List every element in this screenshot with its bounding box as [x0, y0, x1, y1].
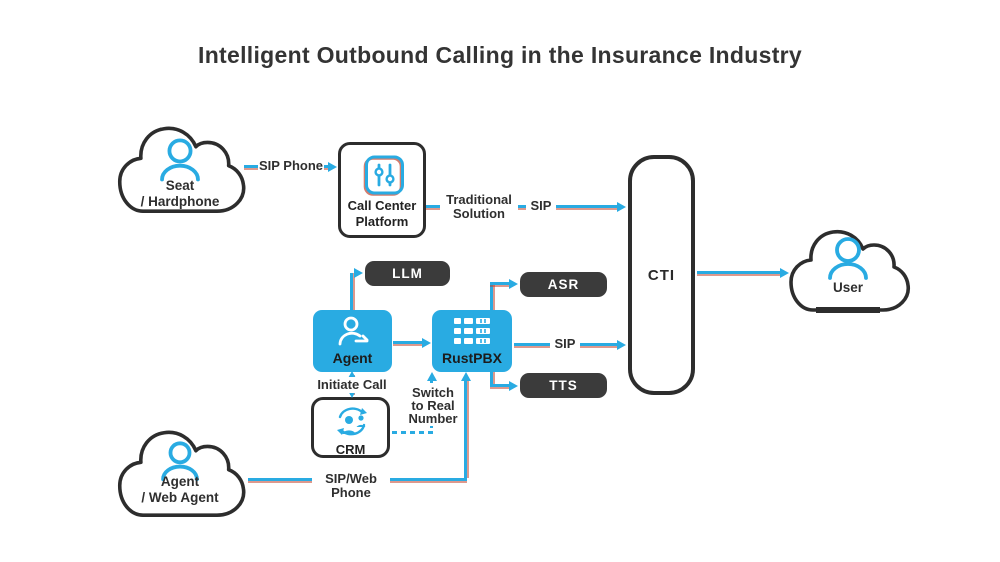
edge-cti-user-arrowhead [780, 267, 789, 278]
edge-rustpbx-asr-hline [490, 282, 511, 285]
server-stack-icon [454, 318, 490, 344]
node-label: LLM [392, 266, 423, 281]
cloud-agent-web-agent: Agent / Web Agent [106, 420, 254, 530]
cloud-label-line1: Agent [160, 474, 200, 489]
cloud-label-line2: / Web Agent [141, 490, 219, 505]
cloud-seat-hardphone: Seat / Hardphone [106, 116, 254, 226]
edge-sip-mid-arrowhead [617, 339, 626, 350]
cloud-outline [789, 229, 910, 313]
node-label-line1: Call Center [347, 198, 417, 213]
node-agent: Agent [313, 310, 392, 372]
edge-cti-user-line [697, 271, 782, 274]
node-label: TTS [549, 378, 578, 393]
node-asr: ASR [520, 272, 607, 297]
sliders-icon [363, 155, 404, 196]
edge-label-line2: Solution [453, 206, 505, 221]
edge-sip-phone-arrowhead [328, 161, 337, 172]
person-icon [828, 237, 868, 280]
edge-traditional-label: Traditional Solution [440, 192, 518, 222]
edge-label-line2: to Real [411, 398, 455, 413]
edge-agent-rustpbx-line [393, 341, 424, 344]
edge-switch-number-label: Switch to Real Number [401, 385, 465, 426]
node-label: ASR [547, 277, 580, 292]
edge-label-line1: SIP/Web [325, 471, 377, 486]
edge-traditional-line [426, 205, 618, 208]
node-label: CTI [647, 266, 676, 284]
edge-sip-phone-label: SIP Phone [258, 158, 324, 174]
node-rustpbx: RustPBX [432, 310, 512, 372]
node-label: Agent [332, 350, 373, 366]
crm-sync-icon [337, 407, 367, 436]
node-llm: LLM [365, 261, 450, 286]
edge-label-line1: Switch [412, 385, 454, 400]
edge-rustpbx-asr-arrowhead [509, 278, 518, 289]
edge-rustpbx-asr-vline [490, 282, 493, 310]
node-label: RustPBX [442, 350, 502, 366]
node-cti: CTI [628, 155, 695, 395]
edge-sip-mid-label: SIP [550, 336, 580, 352]
person-icon [160, 138, 200, 182]
cloud-outline [117, 430, 246, 517]
node-label-line2: Platform [355, 214, 409, 229]
edge-sip-web-phone-vline [464, 378, 467, 478]
person-icon [161, 441, 199, 482]
node-call-center-platform: Call Center Platform [338, 142, 426, 238]
edge-agent-llm-arrowhead [354, 268, 363, 278]
edge-rustpbx-tts-hline [490, 384, 511, 387]
edge-traditional-arrowhead [617, 201, 626, 212]
edge-label-line3: Number [408, 411, 458, 426]
edge-switch-number-arrowhead [426, 372, 437, 381]
cloud-outline [117, 126, 246, 213]
edge-label-line2: Phone [331, 485, 371, 500]
node-crm: CRM [311, 397, 390, 458]
edge-initiate-call-label: Initiate Call [309, 377, 395, 393]
edge-initiate-call-arrowhead-down [346, 389, 357, 398]
cloud-user: User [778, 218, 918, 326]
edge-switch-number-hdash [392, 431, 433, 434]
edge-sip-web-phone-label: SIP/Web Phone [312, 471, 390, 501]
edge-sip-top-label: SIP [526, 198, 556, 214]
edge-sip-web-phone-arrowhead [460, 372, 471, 381]
agent-person-icon [338, 316, 369, 346]
node-tts: TTS [520, 373, 607, 398]
edge-initiate-call-arrowhead-up [346, 371, 357, 380]
cloud-label-line2: / Hardphone [140, 194, 220, 209]
edge-rustpbx-tts-arrowhead [509, 380, 518, 391]
diagram-title: Intelligent Outbound Calling in the Insu… [198, 42, 802, 68]
cloud-label-line1: User [832, 280, 864, 295]
edge-agent-rustpbx-arrowhead [422, 337, 431, 348]
edge-agent-llm-vline [350, 273, 353, 310]
edge-label-line1: Traditional [446, 192, 512, 207]
node-label: CRM [335, 442, 366, 457]
edge-rustpbx-tts-vline [490, 372, 493, 386]
cloud-label-line1: Seat [165, 178, 195, 193]
